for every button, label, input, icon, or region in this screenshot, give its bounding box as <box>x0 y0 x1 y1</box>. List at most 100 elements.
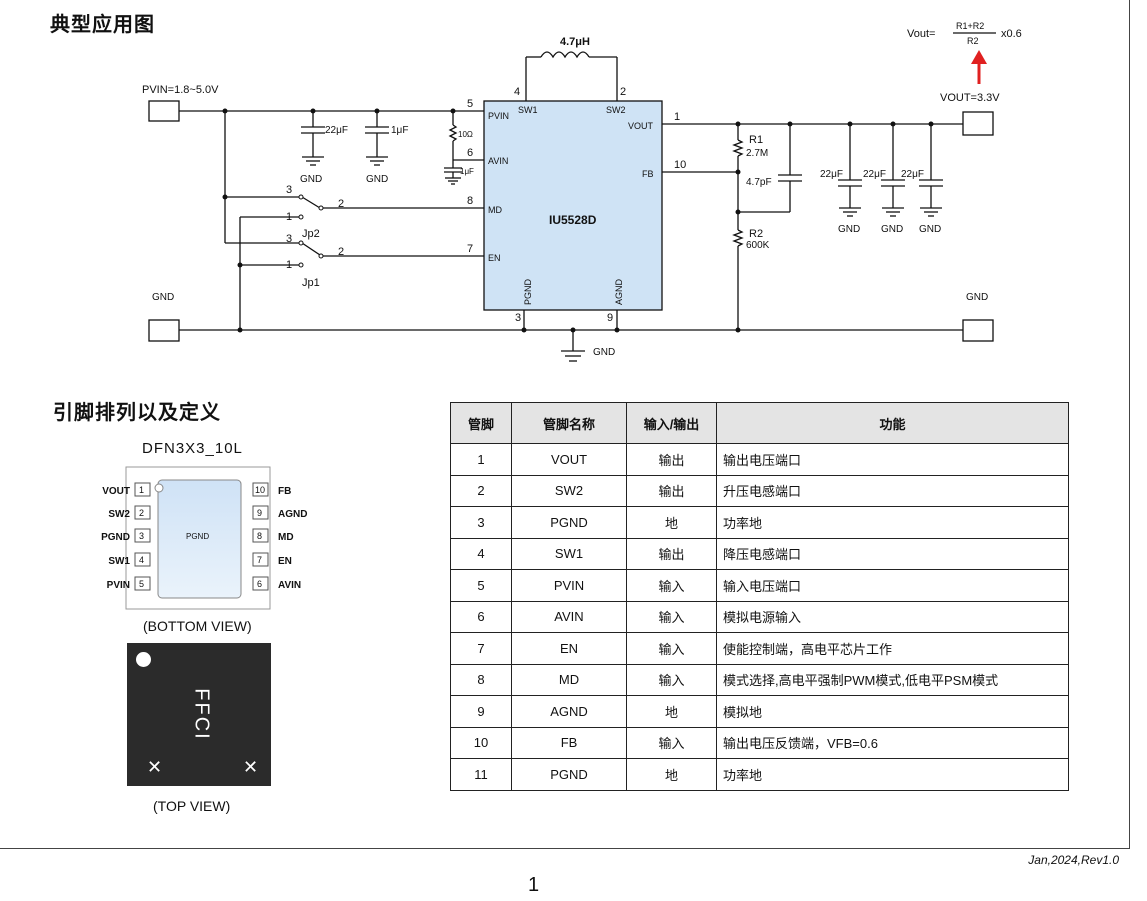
cell-io: 地 <box>626 758 717 791</box>
package-pin-label: SW2 <box>108 509 130 520</box>
pin-number: 7 <box>467 243 473 255</box>
formula-left: Vout= <box>907 28 935 40</box>
cross-mark-icon: ✕ <box>147 757 163 778</box>
package-pin-label: PGND <box>101 532 130 543</box>
r1-label: R1 <box>749 134 763 146</box>
cell-function: 输入电压端口 <box>716 569 1069 602</box>
cell-pin-name: VOUT <box>511 443 627 476</box>
package-marking: FFCI <box>190 688 213 741</box>
r2-label: R2 <box>749 228 763 240</box>
package-top-view: FFCI ✕ ✕ <box>127 643 271 786</box>
formula-numerator: R1+R2 <box>956 21 984 31</box>
package-pin-label: VOUT <box>102 486 130 497</box>
cell-pin-name: PGND <box>511 506 627 539</box>
package-center-pad-label: PGND <box>186 532 209 541</box>
cell-pin-name: SW2 <box>511 474 627 507</box>
cell-pin: 9 <box>450 695 512 728</box>
switch-pin-number: 1 <box>286 259 292 271</box>
res-10ohm-label: 10Ω <box>458 130 473 139</box>
pin-number: 8 <box>467 195 473 207</box>
chip-name: IU5528D <box>549 213 597 227</box>
gnd-terminal-right <box>962 319 994 342</box>
red-arrow-icon <box>971 50 987 84</box>
bottom-view-caption: (BOTTOM VIEW) <box>143 618 252 634</box>
cell-pin-name: SW1 <box>511 537 627 570</box>
pin-number: 2 <box>620 86 626 98</box>
vout-label: VOUT=3.3V <box>940 92 1000 104</box>
package-pin-label: MD <box>278 532 294 543</box>
cell-pin: 4 <box>450 537 512 570</box>
cell-function: 输出电压反馈端，VFB=0.6 <box>716 726 1069 759</box>
cell-function: 模拟电源输入 <box>716 600 1069 633</box>
package-pin-number: 4 <box>139 555 144 565</box>
cross-mark-icon: ✕ <box>243 757 259 778</box>
pin-number: 9 <box>607 312 613 324</box>
package-pin-label: EN <box>278 556 292 567</box>
cell-pin-name: FB <box>511 726 627 759</box>
table-header-row: 管脚 管脚名称 输入/输出 功能 <box>450 402 1069 444</box>
cout-label: 22μF <box>901 169 924 180</box>
footer-divider <box>0 848 1130 849</box>
gnd-terminal-left <box>148 319 180 342</box>
jp1-label: Jp1 <box>302 277 320 289</box>
pin-number: 5 <box>467 98 473 110</box>
header-function: 功能 <box>716 402 1069 444</box>
package-pin-number: 8 <box>257 531 262 541</box>
cell-io: 输出 <box>626 443 717 476</box>
cell-pin: 11 <box>450 758 512 791</box>
chip-pin-sw2: SW2 <box>606 105 626 115</box>
gnd-label: GND <box>152 292 174 303</box>
cell-pin: 6 <box>450 600 512 633</box>
switch-pin-number: 2 <box>338 198 344 210</box>
package-pin-number: 10 <box>255 485 265 495</box>
switch-pin-number: 3 <box>286 184 292 196</box>
package-pin-label: AVIN <box>278 580 301 591</box>
package-pin-number: 5 <box>139 579 144 589</box>
cout-label: 22μF <box>820 169 843 180</box>
cell-pin-name: PGND <box>511 758 627 791</box>
switch-pin-number: 2 <box>338 246 344 258</box>
chip-pin-md: MD <box>488 205 502 215</box>
gnd-label: GND <box>966 292 988 303</box>
cell-io: 输出 <box>626 474 717 507</box>
pin-number: 3 <box>515 312 521 324</box>
cell-io: 输出 <box>626 537 717 570</box>
cout-label: 22μF <box>863 169 886 180</box>
pin-number: 4 <box>514 86 520 98</box>
cell-pin: 8 <box>450 663 512 696</box>
page-number: 1 <box>528 874 540 896</box>
cell-io: 输入 <box>626 632 717 665</box>
pin-number: 10 <box>674 159 686 171</box>
chip-pin-fb: FB <box>642 169 654 179</box>
chip-pin-avin: AVIN <box>488 156 508 166</box>
chip-body <box>483 100 663 311</box>
cell-pin: 3 <box>450 506 512 539</box>
chip-pin-agnd: AGND <box>614 278 624 305</box>
cap-1uf-label: 1μF <box>391 125 408 136</box>
package-name: DFN3X3_10L <box>142 440 243 457</box>
cap-avin-label: 1μF <box>460 167 474 176</box>
cell-function: 使能控制端，高电平芯片工作 <box>716 632 1069 665</box>
package-pin-label: PVIN <box>107 580 130 591</box>
cell-pin: 7 <box>450 632 512 665</box>
formula-right: x0.6 <box>1001 28 1022 40</box>
pvin-terminal <box>148 100 180 122</box>
package-pin-label: AGND <box>278 509 307 520</box>
application-schematic: PVIN=1.8~5.0V VOUT=3.3V Vout= R1+R2 R2 x… <box>142 21 1022 362</box>
cell-io: 输入 <box>626 569 717 602</box>
package-pin-label: FB <box>278 486 291 497</box>
header-io: 输入/输出 <box>626 402 717 444</box>
cell-pin-name: EN <box>511 632 627 665</box>
pin-number: 6 <box>467 147 473 159</box>
switch-pin-number: 1 <box>286 211 292 223</box>
